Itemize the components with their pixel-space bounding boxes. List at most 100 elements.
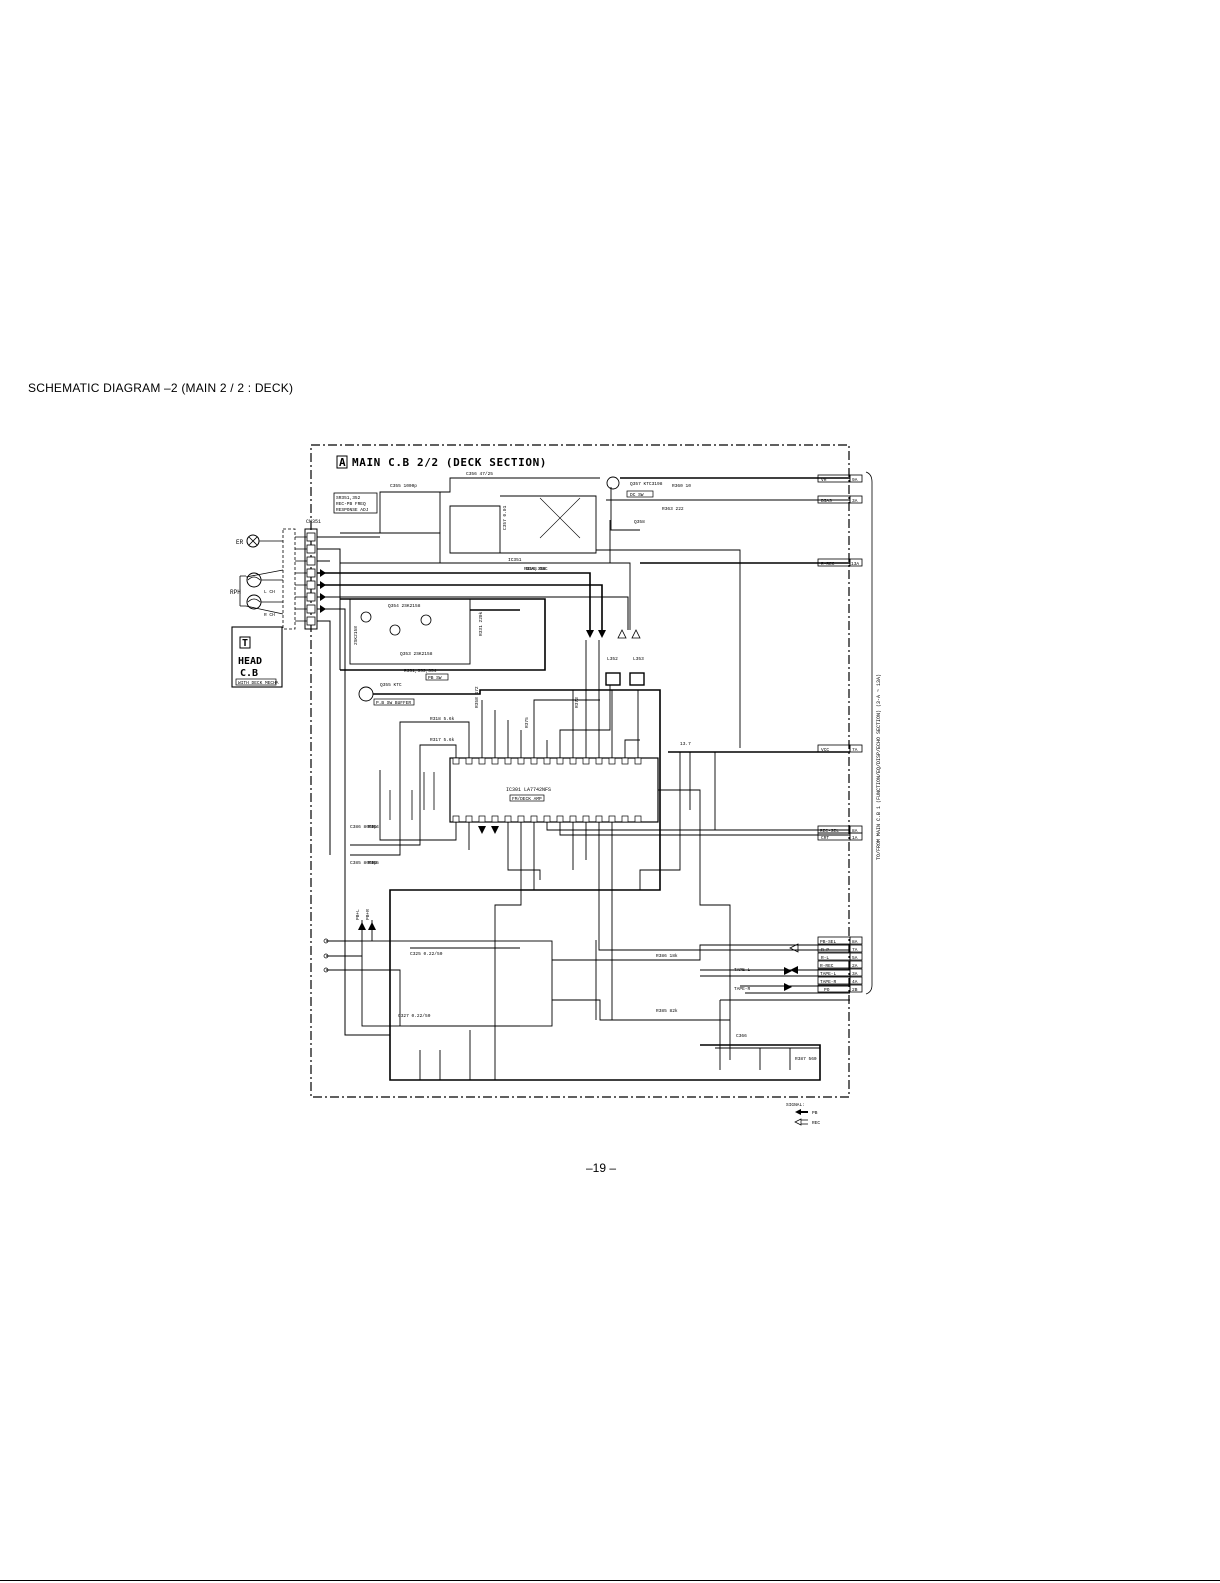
- head-title-2: C.B: [240, 668, 258, 679]
- head-badge: T: [242, 638, 248, 649]
- r385-label: R385 82k: [656, 1008, 678, 1014]
- ic351-label: IC351: [508, 557, 522, 563]
- sw-label: PB SW: [428, 675, 442, 681]
- c356-label: C356 47/25: [466, 471, 493, 477]
- rch-label: R CH: [264, 612, 275, 618]
- r357-label: R373: [574, 697, 580, 708]
- port-signal-0: VH: [821, 477, 827, 483]
- rec-freq-label-3: RESPONSE ADJ: [336, 507, 369, 513]
- port-pin-5: 1A: [852, 835, 858, 841]
- ic-bottom-pins: [452, 815, 642, 823]
- port-signal-1: BIAS: [821, 498, 832, 504]
- main-ic-label: IC301 LA7742NFS: [506, 787, 551, 793]
- port-pin-12: 2B: [852, 987, 858, 993]
- side-note: TO/FROM MAIN C.B 1 (FUNCTION/EQ/DISP/ECH…: [876, 674, 882, 860]
- head-note: WITH DECK MECHA: [238, 680, 279, 686]
- c327-label: C327 0.22/50: [398, 1013, 431, 1019]
- q355-note: P.B SW BUFFER: [376, 700, 411, 706]
- board-badge-box: [336, 455, 348, 469]
- tape-r-label: TAPE-R: [734, 986, 751, 992]
- r358-label: R375: [524, 717, 530, 728]
- board-badge: A: [339, 456, 346, 469]
- q355-label: Q355 KTC: [380, 682, 402, 688]
- main-ic: [449, 757, 659, 823]
- pb-l-label: PB+L: [355, 909, 361, 920]
- val-137: 13.7: [680, 741, 691, 747]
- lch-label: L CH: [264, 589, 275, 595]
- port-pin-3: 7A: [852, 747, 858, 753]
- head-title-1: HEAD: [238, 656, 262, 667]
- rec-freq-label-2: REC-PB FREQ: [336, 501, 366, 507]
- board-outline: [310, 444, 850, 1098]
- bottom-rule: [0, 1580, 1220, 1581]
- q357-label: Q357 KTC3198: [630, 481, 663, 487]
- port-list: [817, 474, 863, 993]
- l352-label: L352: [607, 656, 618, 662]
- c325-label: C325 0.22/50: [410, 951, 443, 957]
- c357-label: C357 0.01: [502, 505, 508, 530]
- head-connector: [282, 528, 296, 630]
- port-pin-7: 7A: [852, 947, 858, 953]
- head-board-outline: [231, 626, 283, 688]
- port-signal-11: TAPE-R: [820, 979, 837, 985]
- pb-r-label: PB+R: [365, 909, 371, 920]
- port-pin-4: 8A: [852, 828, 858, 834]
- r360-label: R360 10: [672, 483, 691, 489]
- connector-cn351: [304, 528, 318, 630]
- rec-freq-block: [333, 492, 378, 514]
- port-pin-9: 2A: [852, 963, 858, 969]
- port-signal-10: TAPE-L: [820, 971, 837, 977]
- c385-label: C385 8000p: [350, 860, 377, 866]
- board-title: MAIN C.B 2/2 (DECK SECTION): [352, 456, 547, 469]
- r331-label: R331 220k: [478, 611, 484, 636]
- erase-head-label: ER: [236, 539, 244, 546]
- port-signal-5: CRT: [821, 835, 829, 841]
- c386-label: C386 8000p: [350, 824, 377, 830]
- biasosc-note: BIAS OSC: [526, 566, 548, 572]
- port-pin-11: 4A: [852, 979, 858, 985]
- r387-label: R387 560: [795, 1056, 817, 1062]
- legend-pb: PB: [812, 1110, 818, 1116]
- port-signal-4: REC-SEL: [820, 828, 839, 834]
- legend-title: SIGNAL:: [786, 1102, 805, 1108]
- r351-label: R351,353,354: [404, 668, 437, 674]
- port-signal-9: R-REC: [820, 963, 834, 969]
- c355-label: C355 1000p: [390, 483, 417, 489]
- r315-label: R317 5.6k: [430, 737, 455, 743]
- port-pin-0: 9A: [852, 477, 858, 483]
- port-signal-8: R-L: [821, 955, 829, 961]
- port-pin-2: 13A: [851, 561, 859, 567]
- connector-label: CN351: [306, 519, 321, 525]
- r356-358-label: R356,358: [524, 566, 546, 572]
- head-rph-label: RPH: [230, 589, 241, 596]
- switch3-label: 2SK2158: [353, 626, 359, 645]
- port-pin-8: 5A: [852, 955, 858, 961]
- port-pin-10: 3A: [852, 971, 858, 977]
- port-signal-6: PB-SEL: [820, 939, 837, 945]
- page-heading: SCHEMATIC DIAGRAM –2 (MAIN 2 / 2 : DECK): [28, 381, 294, 395]
- q357-transistor: [606, 476, 620, 490]
- side-bracket: [865, 471, 873, 995]
- switch2-label: Q353 2SK2158: [400, 651, 433, 657]
- port-signal-2: R-REC: [821, 561, 835, 567]
- main-ic-note: FM/DECK AMP: [512, 796, 542, 802]
- port-pin-1: 3A: [852, 498, 858, 504]
- port-signal-3: VCC: [821, 747, 829, 753]
- r318-label: R364: [368, 824, 379, 830]
- port-signal-12: PO: [824, 987, 830, 993]
- dc-sw-box: [626, 490, 654, 498]
- q355-transistor: [358, 686, 374, 702]
- r317-label: R365: [368, 860, 379, 866]
- tape-l-label: TAPE-L: [734, 967, 751, 973]
- r386-label: R386 18k: [656, 953, 678, 959]
- head-note-box: [235, 678, 277, 686]
- r356-label: R358 472: [474, 686, 480, 708]
- l353-label: L353: [633, 656, 644, 662]
- head-badge-box: [239, 636, 251, 649]
- c366-label: C366: [736, 1033, 747, 1039]
- port-signal-7: R-P: [821, 947, 829, 953]
- page-number: –19 –: [586, 1161, 617, 1175]
- r316-label: R318 5.6k: [430, 716, 455, 722]
- legend-rec: REC: [812, 1120, 820, 1126]
